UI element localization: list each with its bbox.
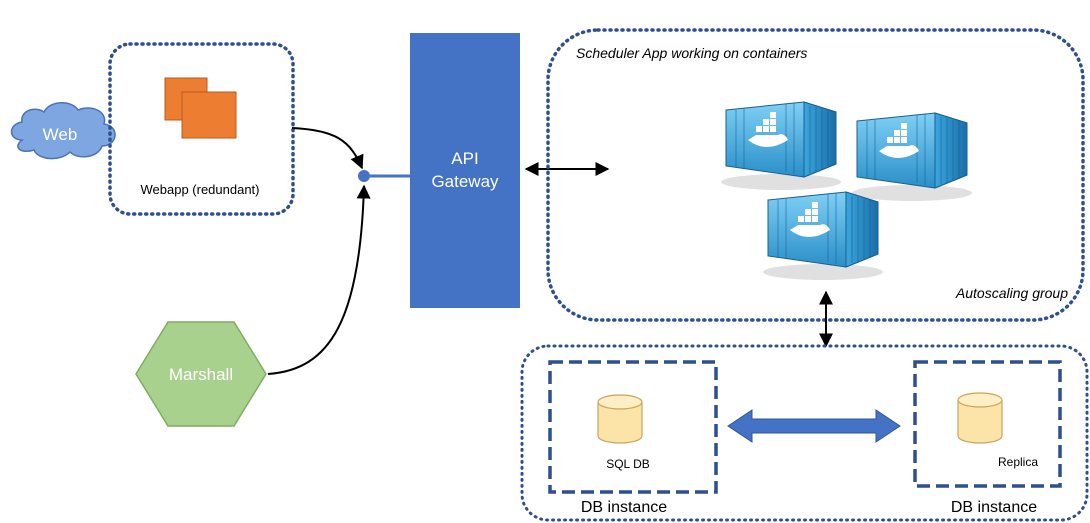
webapp-group: Webapp (redundant) bbox=[108, 42, 295, 216]
database-cylinder-icon bbox=[957, 392, 1003, 444]
scheduler-title: Scheduler App working on containers bbox=[576, 45, 807, 61]
gateway-label-line1: API bbox=[451, 149, 478, 168]
cloud-label: Web bbox=[43, 125, 78, 144]
docker-container-icon bbox=[720, 101, 842, 191]
docker-container-icon bbox=[851, 112, 973, 202]
replication-arrow bbox=[727, 409, 901, 443]
db-instance-label-replica: DB instance bbox=[951, 499, 1037, 516]
replica-label: Replica bbox=[998, 455, 1038, 469]
scheduler-group: Scheduler App working on containers Auto… bbox=[546, 28, 1085, 322]
webapp-stack-icon bbox=[164, 77, 237, 139]
marshall-connector bbox=[267, 184, 371, 375]
webapp-connector bbox=[291, 127, 364, 170]
hexagon-icon bbox=[135, 321, 267, 427]
junction-dot bbox=[358, 170, 370, 182]
db-instance-label-primary: DB instance bbox=[581, 499, 667, 516]
db-instance-primary: SQL DB DB instance bbox=[548, 360, 718, 516]
database-cylinder-icon bbox=[597, 394, 643, 444]
api-gateway: API Gateway bbox=[410, 33, 520, 308]
db-group: SQL DB DB instance Replica DB instance bbox=[520, 344, 1089, 522]
autoscaling-label: Autoscaling group bbox=[955, 285, 1068, 301]
cloud-icon bbox=[10, 102, 116, 160]
webapp-label: Webapp (redundant) bbox=[140, 182, 259, 197]
web-cloud: Web bbox=[10, 102, 116, 160]
docker-container-icon bbox=[762, 191, 884, 281]
marshall-node: Marshall bbox=[135, 321, 267, 427]
gateway-label-line2: Gateway bbox=[431, 172, 499, 191]
marshall-label: Marshall bbox=[169, 365, 233, 384]
db-instance-replica: Replica DB instance bbox=[913, 360, 1062, 516]
sql-db-label: SQL DB bbox=[606, 457, 650, 471]
